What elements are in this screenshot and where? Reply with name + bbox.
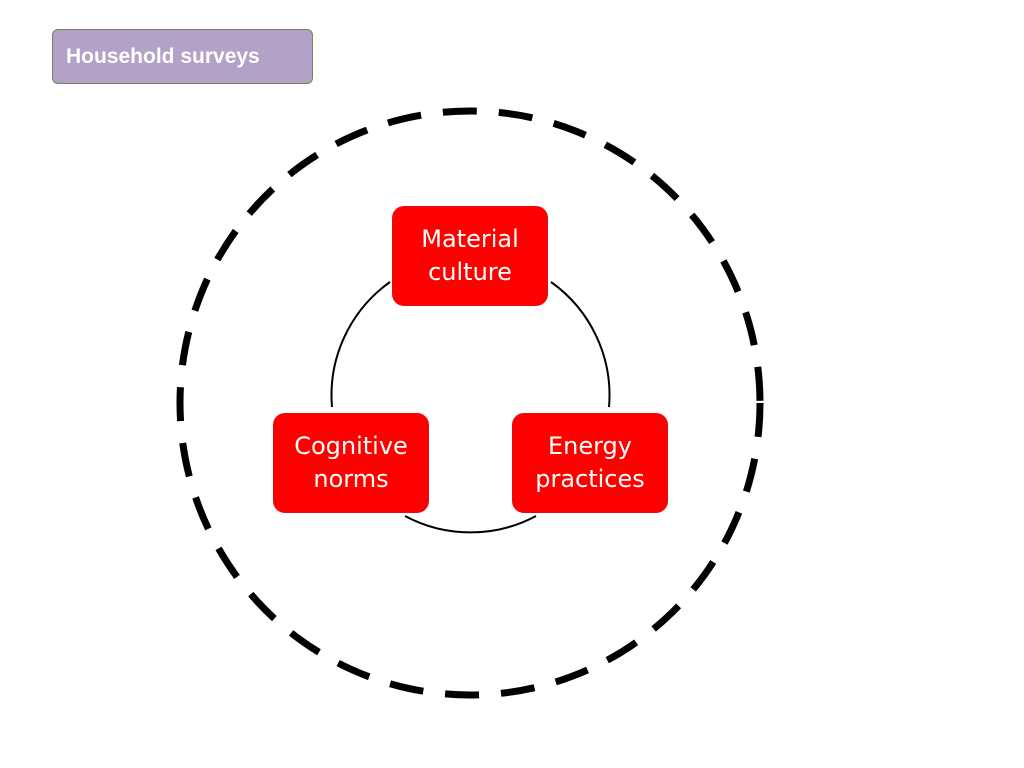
outer-dashed-circle [176,107,764,699]
cycle-arc-right [550,281,611,408]
node-cognitive-norms: Cognitive norms [273,413,429,513]
cycle-arc-left [330,281,391,408]
cycle-arc-bottom [404,515,537,534]
node-material-culture: Material culture [392,206,548,306]
household-surveys-text: Household surveys [66,44,260,68]
node-energy-practices: Energy practices [512,413,668,513]
household-surveys-label: Household surveys [52,29,313,84]
